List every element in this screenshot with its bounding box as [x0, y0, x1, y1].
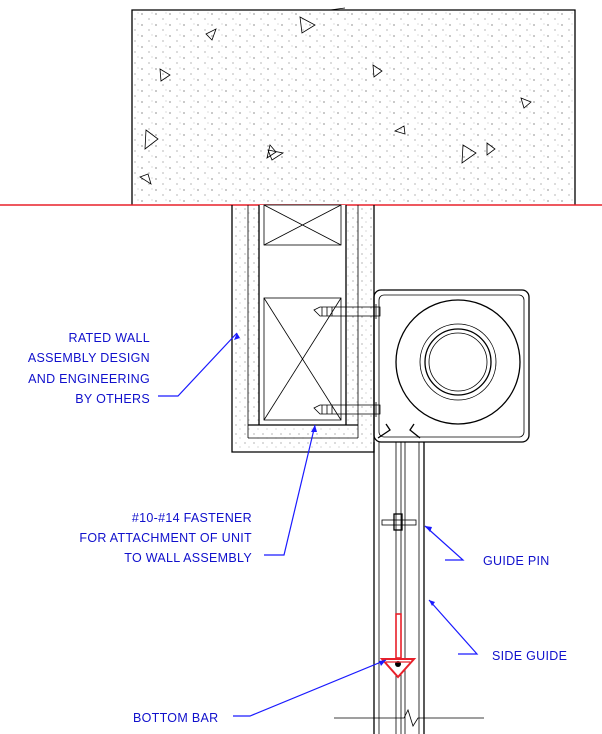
callout-wall-line-4: BY OTHERS — [75, 392, 150, 406]
callout-fastener-line-1: #10-#14 FASTENER — [132, 511, 252, 525]
callout-wall-line-1: RATED WALL — [69, 331, 151, 345]
callout-wall: RATED WALL ASSEMBLY DESIGN AND ENGINEERI… — [28, 331, 150, 406]
callout-wall-line-3: AND ENGINEERING — [28, 372, 150, 386]
aggregate-marks — [139, 16, 532, 185]
side-guides — [373, 442, 425, 734]
leader-lines — [158, 332, 479, 717]
concrete-slab — [131, 7, 576, 205]
callout-bottom-bar: BOTTOM BAR — [133, 711, 218, 725]
wall-assembly — [231, 204, 375, 453]
fastener-upper — [313, 304, 381, 319]
bottom-bar — [379, 613, 417, 679]
callout-guide-pin: GUIDE PIN — [483, 554, 550, 568]
guide-pin — [381, 513, 417, 531]
callout-wall-line-2: ASSEMBLY DESIGN — [28, 351, 150, 365]
callout-fastener-line-2: FOR ATTACHMENT OF UNIT — [79, 531, 252, 545]
callout-side-guide: SIDE GUIDE — [492, 649, 567, 663]
fastener-lower — [313, 402, 381, 417]
coil-housing — [373, 289, 530, 443]
break-line — [334, 708, 484, 727]
callout-fastener: #10-#14 FASTENER FOR ATTACHMENT OF UNIT … — [79, 511, 252, 565]
callout-fastener-line-3: TO WALL ASSEMBLY — [124, 551, 252, 565]
